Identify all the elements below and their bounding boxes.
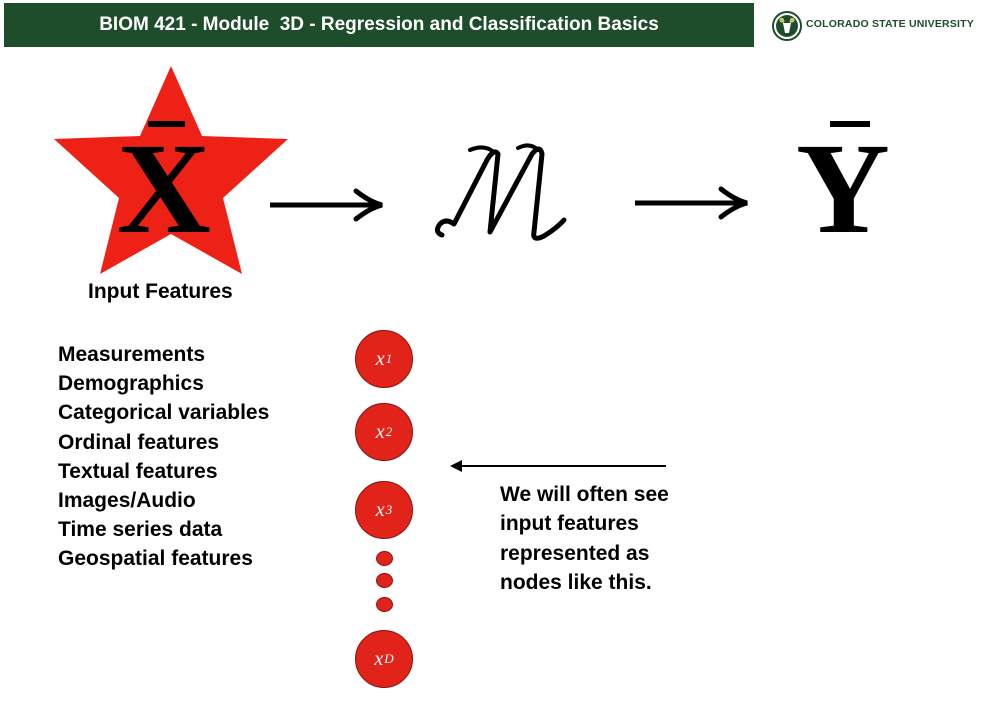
input-symbol: X bbox=[117, 117, 211, 261]
annotation-line: represented as bbox=[500, 541, 650, 565]
university-logo: COLORADO STATE UNIVERSITY bbox=[772, 11, 987, 41]
ellipsis-dot bbox=[376, 597, 393, 612]
x-bar-overline bbox=[148, 121, 185, 127]
feature-item: Ordinal features bbox=[58, 430, 220, 454]
node-subscript: 1 bbox=[385, 351, 393, 366]
title-bar: BIOM 421 - Module 3D - Regression and Cl… bbox=[4, 3, 754, 47]
annotation-line: input features bbox=[500, 512, 639, 536]
node-var: x bbox=[375, 347, 385, 370]
feature-item: Demographics bbox=[58, 372, 204, 396]
node-subscript: 2 bbox=[385, 424, 393, 439]
node-subscript: 3 bbox=[385, 502, 393, 517]
ellipsis-dot bbox=[376, 573, 393, 588]
logo-text: COLORADO STATE UNIVERSITY bbox=[806, 18, 974, 30]
feature-item: Geospatial features bbox=[58, 547, 253, 571]
ram-head-icon bbox=[772, 11, 802, 41]
model-symbol bbox=[434, 143, 567, 241]
arrow-right-icon bbox=[635, 186, 748, 220]
arrow-right-icon bbox=[270, 188, 383, 222]
feature-item: Time series data bbox=[58, 518, 223, 542]
y-bar-overline bbox=[830, 121, 870, 127]
arrow-left-icon bbox=[450, 460, 666, 472]
node-var: x bbox=[375, 498, 385, 521]
star-shape bbox=[54, 66, 288, 274]
slide-title: BIOM 421 - Module 3D - Regression and Cl… bbox=[99, 14, 659, 35]
ellipsis-dot bbox=[376, 551, 393, 566]
feature-item: Textual features bbox=[58, 459, 218, 483]
annotation-text: We will often see input features represe… bbox=[500, 480, 669, 597]
node-subscript: D bbox=[384, 651, 394, 666]
input-features-caption: Input Features bbox=[88, 280, 233, 303]
annotation-line: nodes like this. bbox=[500, 570, 652, 594]
output-symbol: Y bbox=[796, 117, 890, 261]
node-var: x bbox=[375, 420, 385, 443]
feature-item: Measurements bbox=[58, 343, 206, 366]
feature-item: Categorical variables bbox=[58, 401, 270, 425]
feature-list: Measurements Demographics Categorical va… bbox=[58, 340, 269, 574]
annotation-line: We will often see bbox=[500, 483, 669, 506]
feature-item: Images/Audio bbox=[58, 489, 196, 513]
node-var: x bbox=[374, 647, 384, 670]
